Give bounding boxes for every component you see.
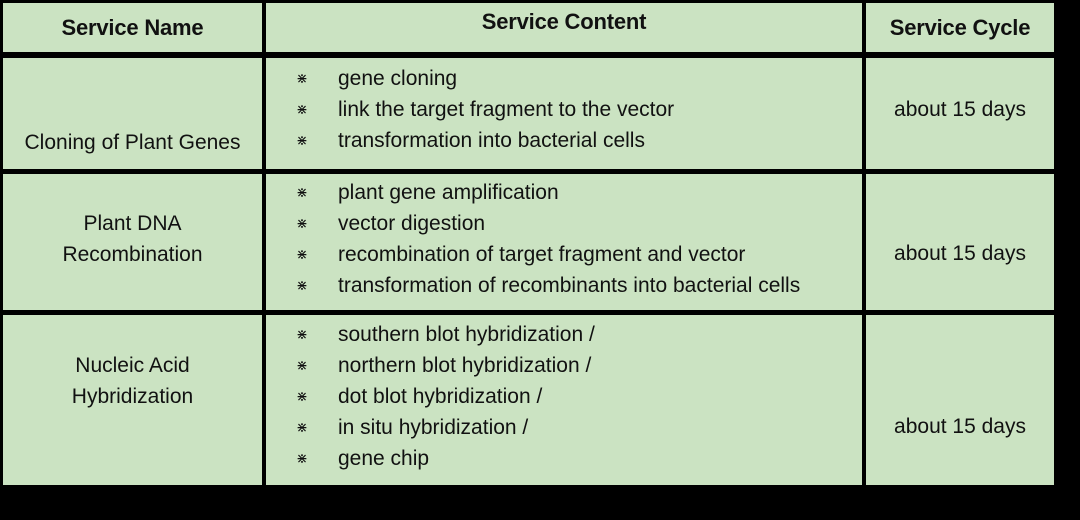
row-1-content-cell: ⋇gene cloning ⋇link the target fragment … — [266, 58, 862, 169]
list-item: ⋇northern blot hybridization / — [266, 350, 862, 381]
row-3-service-cycle: about 15 days — [894, 415, 1026, 438]
row-2-service-cycle: about 15 days — [894, 242, 1026, 265]
row-1-service-name: Cloning of Plant Genes — [3, 127, 262, 158]
row-3-service-name: Nucleic Acid Hybridization — [3, 350, 262, 412]
row-1-name-cell: Cloning of Plant Genes — [3, 58, 262, 169]
bullet-icon: ⋇ — [296, 132, 308, 148]
bullet-icon: ⋇ — [296, 246, 308, 262]
list-item: ⋇in situ hybridization / — [266, 412, 862, 443]
list-item: ⋇gene cloning — [266, 63, 862, 94]
row-2-cycle-cell: about 15 days — [866, 174, 1054, 310]
row-1-name-line-1: Cloning of Plant Genes — [24, 131, 241, 154]
bullet-icon: ⋇ — [296, 450, 308, 466]
row-3-name-line-1: Nucleic Acid — [75, 354, 190, 377]
row-2-name-cell: Plant DNA Recombination — [3, 174, 262, 310]
list-item: ⋇transformation of recombinants into bac… — [266, 270, 862, 301]
list-item: ⋇recombination of target fragment and ve… — [266, 239, 862, 270]
list-item: ⋇plant gene amplification — [266, 177, 862, 208]
bullet-icon: ⋇ — [296, 388, 308, 404]
header-service-cycle-label: Service Cycle — [889, 14, 1031, 40]
list-item: ⋇link the target fragment to the vector — [266, 94, 862, 125]
list-item: ⋇transformation into bacterial cells — [266, 125, 862, 156]
row-1-service-cycle: about 15 days — [894, 98, 1026, 121]
row-2-content-cell: ⋇plant gene amplification ⋇vector digest… — [266, 174, 862, 310]
header-service-content-label: Service Content — [481, 9, 647, 34]
row-1-content-list: ⋇gene cloning ⋇link the target fragment … — [266, 63, 862, 156]
list-item: ⋇southern blot hybridization / — [266, 319, 862, 350]
row-2-name-line-1: Plant DNA — [83, 212, 182, 235]
row-3-cycle-cell: about 15 days — [866, 315, 1054, 485]
bullet-icon: ⋇ — [296, 101, 308, 117]
row-3-content-cell: ⋇southern blot hybridization / ⋇northern… — [266, 315, 862, 485]
row-3-name-line-2: Hybridization — [71, 385, 194, 408]
row-2-name-line-2: Recombination — [62, 243, 203, 266]
bullet-icon: ⋇ — [296, 277, 308, 293]
bullet-icon: ⋇ — [296, 357, 308, 373]
bullet-icon: ⋇ — [296, 184, 308, 200]
header-service-name: Service Name — [3, 3, 262, 52]
row-2-service-name: Plant DNA Recombination — [3, 208, 262, 270]
list-item: ⋇vector digestion — [266, 208, 862, 239]
bullet-icon: ⋇ — [296, 215, 308, 231]
row-1-cycle-cell: about 15 days — [866, 58, 1054, 169]
row-3-content-list: ⋇southern blot hybridization / ⋇northern… — [266, 319, 862, 474]
bullet-icon: ⋇ — [296, 70, 308, 86]
bullet-icon: ⋇ — [296, 326, 308, 342]
list-item: ⋇dot blot hybridization / — [266, 381, 862, 412]
list-item: ⋇gene chip — [266, 443, 862, 474]
header-service-name-label: Service Name — [61, 14, 204, 40]
bullet-icon: ⋇ — [296, 419, 308, 435]
row-2-content-list: ⋇plant gene amplification ⋇vector digest… — [266, 177, 862, 301]
row-3-name-cell: Nucleic Acid Hybridization — [3, 315, 262, 485]
header-service-content: Service Content — [266, 3, 862, 52]
header-service-cycle: Service Cycle — [866, 3, 1054, 52]
